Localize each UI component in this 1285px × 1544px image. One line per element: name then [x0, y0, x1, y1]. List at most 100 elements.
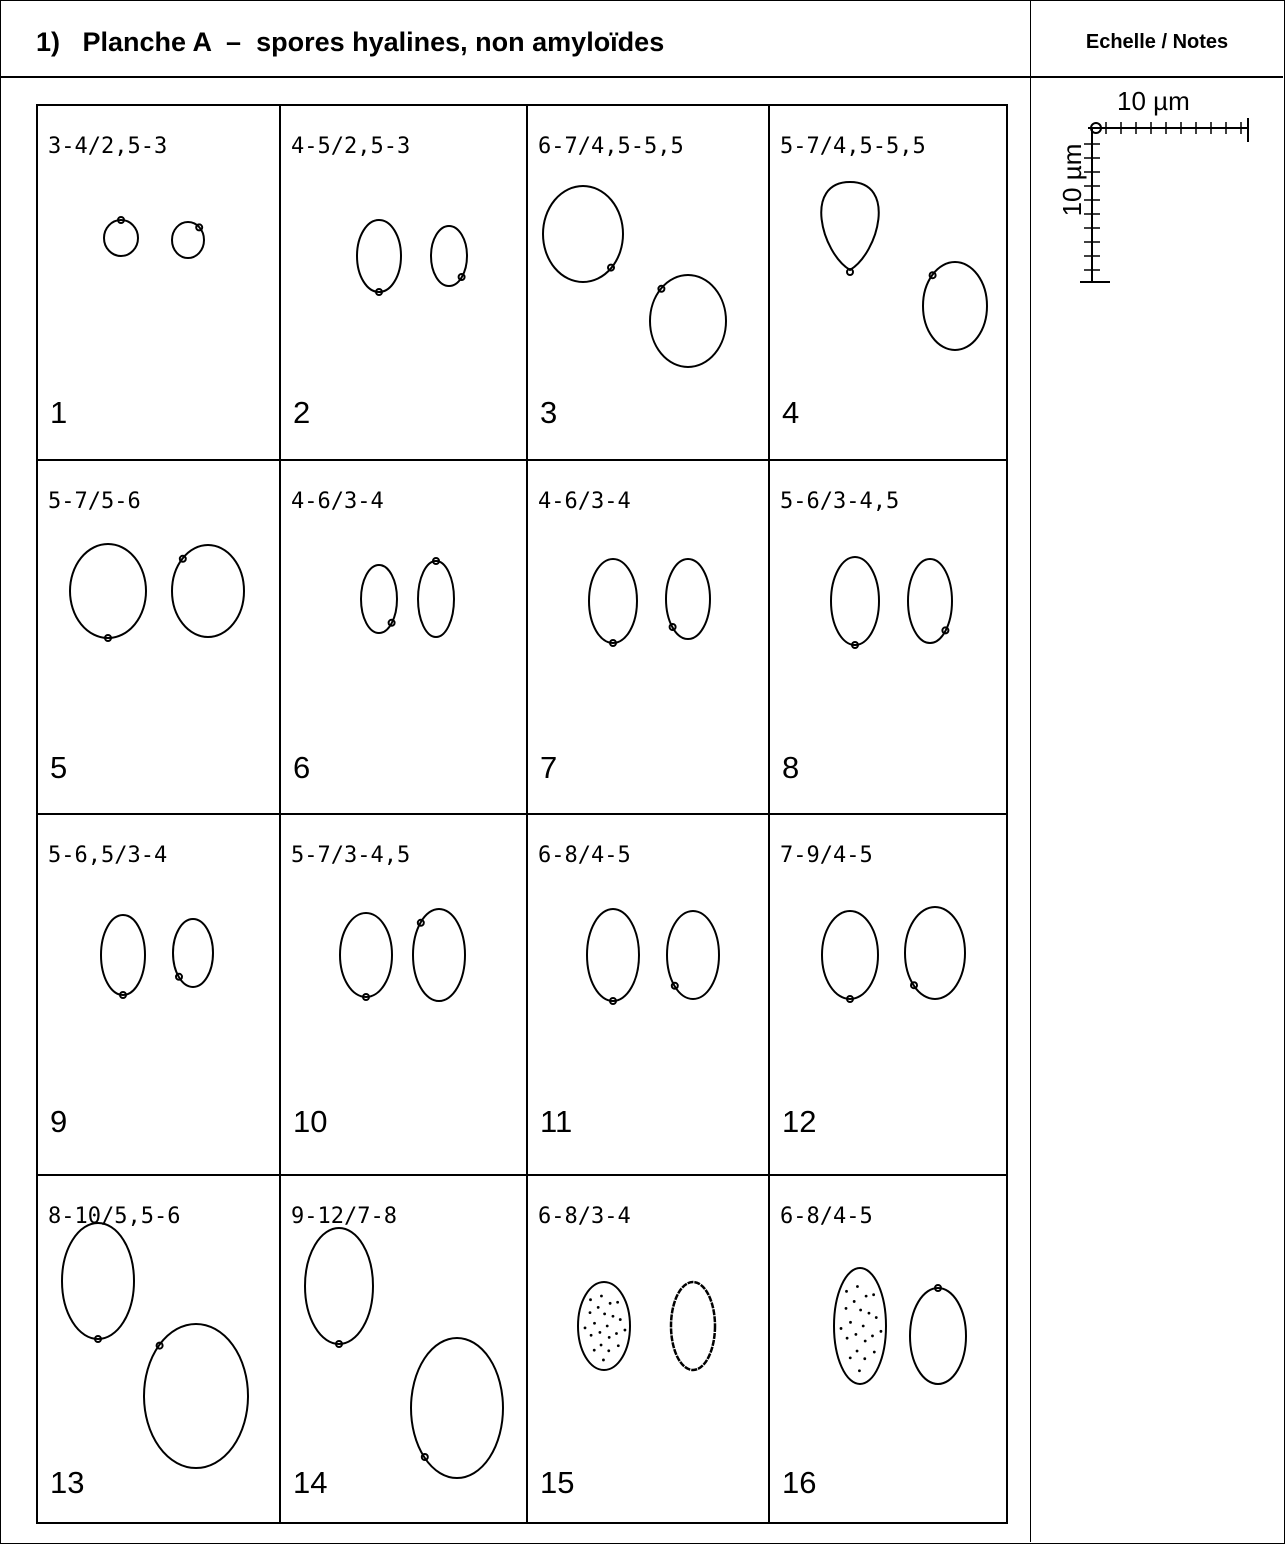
spore-ornament-dot	[856, 1285, 859, 1288]
spore-ornament-dot	[600, 1344, 603, 1347]
spore-ornament-dot	[609, 1302, 612, 1305]
spore-ornament-dot	[845, 1307, 848, 1310]
spore-outline	[822, 911, 878, 999]
spore-ornament-dot	[619, 1318, 622, 1321]
spore-number: 13	[50, 1466, 84, 1500]
spore-ornament-dot	[854, 1333, 857, 1336]
spore-cell: 9-12/7-8 14	[281, 1176, 526, 1522]
spore-ornament-dot	[864, 1340, 867, 1343]
spore-cell: 5-7/5-65	[38, 461, 279, 813]
spore-outline	[357, 220, 401, 292]
spore-dimensions: 3-4/2,5-3	[48, 134, 167, 160]
spore-dimensions: 6-8/4-5	[780, 1204, 873, 1230]
spore-cell: 3-4/2,5-31	[38, 106, 279, 459]
spore-outline	[172, 545, 244, 637]
spore-number: 9	[50, 1105, 67, 1139]
spore-dimensions: 4-5/2,5-3	[291, 134, 410, 160]
spore-dimensions: 4-6/3-4	[291, 489, 384, 515]
spore-cell: 6-7/4,5-5,5 3	[528, 106, 768, 459]
spore-ornament-dot	[617, 1344, 620, 1347]
spore-dimensions: 4-6/3-4	[538, 489, 631, 515]
notes-column-header: Echelle / Notes	[1031, 30, 1283, 54]
spore-ornament-dot	[862, 1325, 865, 1328]
spore-number: 11	[540, 1105, 572, 1139]
spore-number: 6	[293, 751, 310, 785]
spore-outline	[340, 913, 392, 997]
spore-cell: 4-5/2,5-3 2	[281, 106, 526, 459]
spore-outline	[905, 907, 965, 999]
spore-ornament-dot	[849, 1356, 852, 1359]
spore-number: 3	[540, 396, 557, 430]
spore-cell: 5-7/3-4,5 10	[281, 815, 526, 1174]
spore-ornament-dot	[853, 1300, 856, 1303]
spore-dimensions: 5-6/3-4,5	[780, 489, 899, 515]
spore-ornament-dot	[868, 1312, 871, 1315]
spore-ornament-dot	[845, 1290, 848, 1293]
spore-ornament-dot	[858, 1369, 861, 1372]
page-title: 1) Planche A – spores hyalines, non amyl…	[36, 26, 664, 58]
spore-number: 16	[782, 1466, 816, 1500]
spore-cell: 5-6/3-4,58	[770, 461, 1006, 813]
spore-outline	[908, 559, 952, 643]
spore-dimensions: 9-12/7-8	[291, 1204, 397, 1230]
spore-ornament-dot	[598, 1331, 601, 1334]
spore-dimensions: 6-8/4-5	[538, 843, 631, 869]
spore-ornament-dot	[597, 1306, 600, 1309]
scale-bar	[1070, 110, 1260, 290]
spore-outline	[70, 544, 146, 638]
spore-dimensions: 5-7/5-6	[48, 489, 141, 515]
spore-outline	[587, 909, 639, 1001]
spore-cell: 5-7/4,5-5,54	[770, 106, 1006, 459]
spore-ornament-dot	[616, 1301, 619, 1304]
spore-dimensions: 5-7/4,5-5,5	[780, 134, 926, 160]
spore-ornament-dot	[859, 1309, 862, 1312]
spore-dimensions: 6-7/4,5-5,5	[538, 134, 684, 160]
spore-ornament-dot	[871, 1335, 874, 1338]
spore-ornament-dot	[606, 1325, 609, 1328]
spore-ornament-dot	[863, 1357, 866, 1360]
spore-outline	[578, 1282, 630, 1370]
spore-outline	[671, 1282, 715, 1370]
spore-ornament-dot	[849, 1321, 852, 1324]
spore-outline	[361, 565, 397, 633]
spore-dimensions: 5-7/3-4,5	[291, 843, 410, 869]
spore-ornament-dot	[602, 1359, 605, 1362]
spore-cell: 4-6/3-4 7	[528, 461, 768, 813]
spore-ornament-dot	[603, 1312, 606, 1315]
spore-outline	[910, 1288, 966, 1384]
spore-ornament-dot	[846, 1337, 849, 1340]
spore-number: 2	[293, 396, 310, 430]
spore-outline	[589, 559, 637, 643]
spore-ornament-dot	[589, 1311, 592, 1314]
spore-ornament-dot	[607, 1349, 610, 1352]
spore-number: 14	[293, 1466, 327, 1500]
spore-ornament-dot	[600, 1295, 603, 1298]
spore-dimensions: 7-9/4-5	[780, 843, 873, 869]
spore-ornament-dot	[624, 1329, 627, 1332]
spore-outline	[411, 1338, 503, 1478]
spore-number: 12	[782, 1105, 816, 1139]
spore-outline	[62, 1223, 134, 1339]
spore-outline	[172, 222, 204, 258]
spore-outline	[431, 226, 467, 286]
spore-outline	[923, 262, 987, 350]
spore-outline	[173, 919, 213, 987]
spore-ornament-dot	[593, 1349, 596, 1352]
spore-outline	[831, 557, 879, 645]
spore-ornament-dot	[873, 1351, 876, 1354]
spore-outline	[834, 1268, 886, 1384]
spore-cell: 6-8/4-5 16	[770, 1176, 1006, 1522]
spore-outline	[144, 1324, 248, 1468]
spore-number: 7	[540, 751, 557, 785]
spore-ornament-dot	[875, 1316, 878, 1319]
spore-ornament-dot	[584, 1326, 587, 1329]
spore-ornament-dot	[608, 1336, 611, 1339]
spore-ornament-dot	[872, 1293, 875, 1296]
spore-apiculus	[847, 269, 853, 275]
spore-number: 10	[293, 1105, 327, 1139]
spore-outline	[666, 559, 710, 639]
spore-ornament-dot	[865, 1295, 868, 1298]
